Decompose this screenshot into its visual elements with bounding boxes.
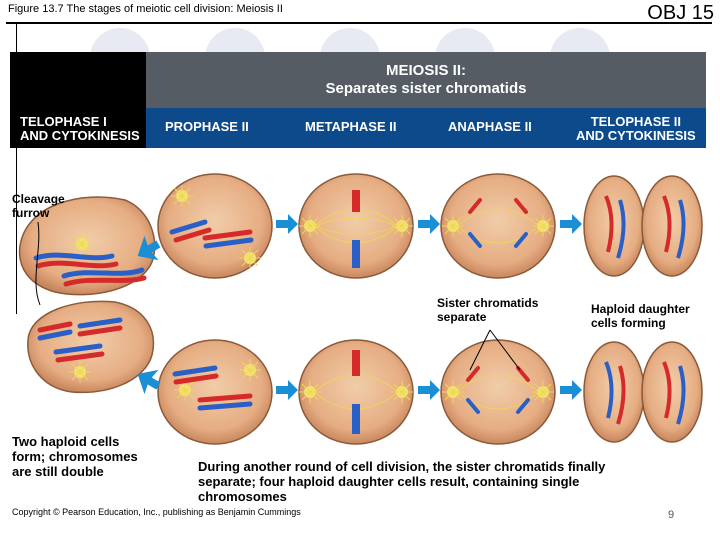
metaphase2-label: METAPHASE II [305, 119, 397, 134]
telophase1-cell-top [18, 196, 156, 296]
prophase2-cell-top [157, 173, 273, 279]
haploid-line2: cells forming [591, 316, 666, 330]
prophase2-label: PROPHASE II [165, 119, 249, 134]
telophase1-line1: TELOPHASE I [20, 114, 107, 129]
telophase1-cell-bottom [27, 300, 155, 394]
telophase2-line2: AND CYTOKINESIS [576, 128, 696, 143]
arrow-icon [418, 380, 440, 400]
telophase2-cells-bottom [583, 341, 703, 443]
copyright-notice: Copyright © Pearson Education, Inc., pub… [12, 507, 301, 517]
meiosis-header: MEIOSIS II: Separates sister chromatids [146, 52, 706, 108]
summary-line1: During another round of cell division, t… [198, 459, 606, 474]
cleavage-line1: Cleavage [12, 192, 65, 206]
objective-label: OBJ 15 [647, 2, 714, 24]
anaphase2-label: ANAPHASE II [448, 119, 532, 134]
metaphase2-cell-top [298, 173, 414, 279]
arrow-icon [276, 380, 298, 400]
cleavage-furrow-line [35, 221, 41, 306]
page-number: 9 [668, 509, 675, 521]
header-black-block [10, 52, 146, 108]
haploid-daughter-label: Haploid daughter cells forming [591, 302, 690, 330]
cleavage-line2: furrow [12, 206, 50, 220]
cleavage-furrow-label: Cleavage furrow [12, 192, 65, 220]
telophase2-label: TELOPHASE II AND CYTOKINESIS [576, 115, 696, 143]
haploid-line1: Haploid daughter [591, 302, 690, 316]
anaphase2-cell-bottom [440, 339, 556, 445]
arrow-icon [276, 214, 298, 234]
telophase1-line2: AND CYTOKINESIS [20, 128, 140, 143]
arrow-icon [418, 214, 440, 234]
two-haploid-cells-label: Two haploid cells form; chromosomes are … [12, 434, 138, 479]
telophase2-line1: TELOPHASE II [590, 114, 681, 129]
header-title: MEIOSIS II: [385, 62, 466, 79]
summary-line2: separate; four haploid daughter cells re… [198, 474, 580, 489]
title-rule [6, 22, 712, 24]
arrow-icon [137, 369, 161, 395]
arrow-icon [137, 235, 161, 261]
telophase2-cells-top [583, 175, 703, 277]
arrow-icon [560, 214, 582, 234]
metaphase2-cell-bottom [298, 339, 414, 445]
telophase1-label: TELOPHASE I AND CYTOKINESIS [20, 115, 140, 143]
prophase2-cell-bottom [157, 339, 273, 445]
arrow-icon [560, 380, 582, 400]
sister-chromatids-label: Sister chromatids separate [437, 296, 538, 324]
sister-line1: Sister chromatids [437, 296, 539, 310]
left-margin-rule [16, 24, 17, 314]
telophase1-block [10, 108, 146, 148]
two-haploid-line2: form; chromosomes [12, 449, 138, 464]
figure-caption: Figure 13.7 The stages of meiotic cell d… [8, 3, 283, 15]
anaphase2-cell-top [440, 173, 556, 279]
two-haploid-line3: are still double [12, 464, 104, 479]
sister-chromatids-pointer [469, 329, 521, 371]
sister-line2: separate [437, 310, 487, 324]
summary-line3: chromosomes [198, 489, 287, 504]
phase-bar: TELOPHASE I AND CYTOKINESIS PROPHASE II … [10, 108, 706, 148]
summary-text: During another round of cell division, t… [198, 459, 605, 504]
two-haploid-line1: Two haploid cells [12, 434, 120, 449]
header-subtitle: Separates sister chromatids [325, 80, 527, 97]
